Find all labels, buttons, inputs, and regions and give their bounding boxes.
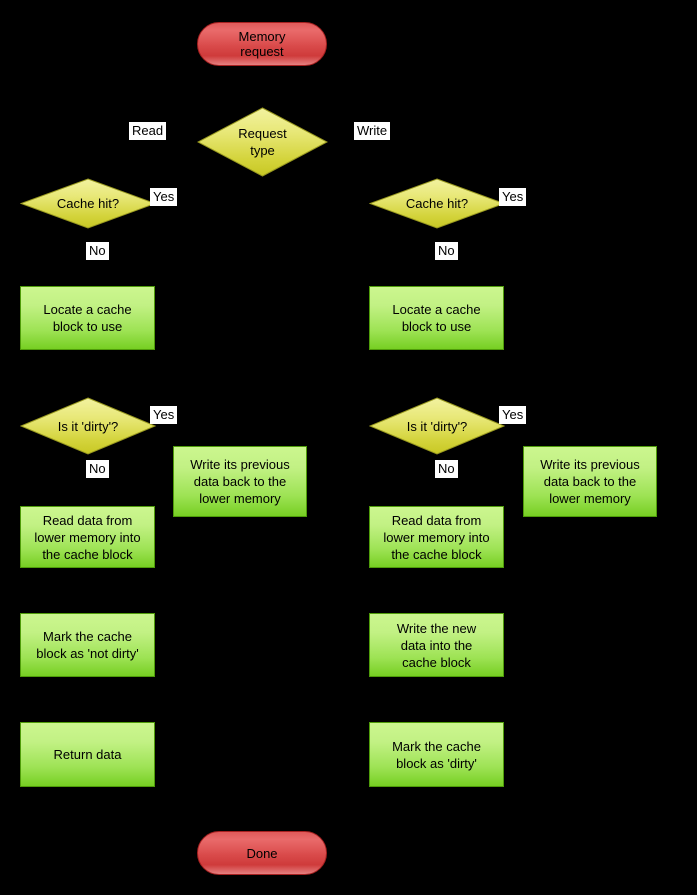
node-writeback-write-line3: lower memory — [549, 491, 631, 506]
node-locate-block-read-line2: block to use — [52, 319, 123, 334]
diamond-shape — [369, 397, 505, 455]
edge-label-write: Write — [354, 122, 391, 140]
node-write-new-data-line1: Write the new — [396, 620, 477, 636]
node-memory-request-line1: Memory — [238, 29, 286, 44]
node-read-lower-memory-read-line2: lower memory into — [34, 529, 141, 545]
node-mark-dirty-line2: block as 'dirty' — [396, 755, 477, 771]
edge-dirty-read-yes — [155, 420, 244, 448]
edge-writeback-read-join — [156, 517, 241, 540]
node-return-data[interactable]: Return data — [20, 722, 155, 787]
node-request-type[interactable]: Request type — [197, 107, 328, 177]
node-write-new-data[interactable]: Write the new data into the cache block — [369, 613, 504, 677]
edge-request-type-read — [84, 141, 196, 180]
node-read-lower-memory-write[interactable]: Read data from lower memory into the cac… — [369, 506, 504, 568]
node-cache-hit-write[interactable]: Cache hit? — [369, 178, 505, 229]
node-return-data-line1: Return data — [53, 747, 122, 762]
node-locate-block-write-line1: Locate a cache — [392, 302, 481, 317]
node-mark-not-dirty-line1: Mark the cache — [43, 629, 132, 644]
node-mark-not-dirty[interactable]: Mark the cache block as 'not dirty' — [20, 613, 155, 677]
node-cache-hit-read[interactable]: Cache hit? — [20, 178, 156, 229]
node-locate-block-read-line1: Locate a cache — [43, 302, 132, 317]
node-writeback-read-line1: Write its previous — [190, 457, 290, 472]
edge-label-hit-read-no: No — [86, 242, 109, 260]
diamond-shape — [369, 178, 505, 229]
edge-label-dirty-write-no: No — [435, 460, 458, 478]
diamond-shape — [20, 178, 156, 229]
node-read-lower-memory-read-line1: Read data from — [42, 512, 133, 528]
node-writeback-write[interactable]: Write its previous data back to the lowe… — [523, 446, 657, 517]
edge-label-dirty-write-yes: Yes — [499, 406, 527, 424]
node-writeback-write-line2: data back to the — [543, 474, 637, 489]
node-mark-dirty[interactable]: Mark the cache block as 'dirty' — [369, 722, 504, 787]
edge-request-type-write — [328, 141, 441, 180]
edge-mark-dirty-to-done — [326, 787, 438, 857]
node-mark-dirty-line1: Mark the cache — [392, 738, 481, 754]
diamond-shape — [197, 107, 328, 177]
node-writeback-write-line1: Write its previous — [540, 457, 640, 472]
node-done-line1: Done — [246, 845, 278, 861]
node-write-new-data-line2: data into the — [400, 637, 473, 653]
edge-hit-write-yes — [503, 202, 551, 649]
node-read-lower-memory-read[interactable]: Read data from lower memory into the cac… — [20, 506, 155, 568]
node-read-lower-memory-write-line2: lower memory into — [383, 529, 490, 545]
node-read-lower-memory-write-line3: the cache block — [391, 546, 482, 562]
node-done[interactable]: Done — [197, 831, 327, 875]
edge-return-to-done — [87, 787, 198, 857]
edge-label-hit-write-no: No — [435, 242, 458, 260]
node-locate-block-write[interactable]: Locate a cache block to use — [369, 286, 504, 350]
node-write-new-data-line3: cache block — [402, 654, 471, 670]
node-memory-request-line2: request — [240, 44, 284, 59]
edge-label-dirty-read-no: No — [86, 460, 109, 478]
edge-dirty-write-yes — [504, 420, 594, 448]
edge-label-hit-read-yes: Yes — [150, 188, 178, 206]
node-read-lower-memory-read-line3: the cache block — [42, 546, 133, 562]
edge-writeback-write-join — [506, 517, 591, 540]
node-locate-block-read[interactable]: Locate a cache block to use — [20, 286, 155, 350]
node-memory-request[interactable]: Memory request — [197, 22, 327, 66]
edge-label-dirty-read-yes: Yes — [150, 406, 178, 424]
node-mark-not-dirty-line2: block as 'not dirty' — [36, 646, 139, 661]
edge-label-read: Read — [129, 122, 167, 140]
node-locate-block-write-line2: block to use — [401, 319, 472, 334]
node-writeback-read-line3: lower memory — [199, 491, 281, 506]
edge-label-hit-write-yes: Yes — [499, 188, 527, 206]
diamond-shape — [20, 397, 156, 455]
node-writeback-read[interactable]: Write its previous data back to the lowe… — [173, 446, 307, 517]
node-read-lower-memory-write-line1: Read data from — [391, 512, 482, 528]
node-is-dirty-write[interactable]: Is it 'dirty'? — [369, 397, 505, 455]
node-writeback-read-line2: data back to the — [193, 474, 287, 489]
node-is-dirty-read[interactable]: Is it 'dirty'? — [20, 397, 156, 455]
